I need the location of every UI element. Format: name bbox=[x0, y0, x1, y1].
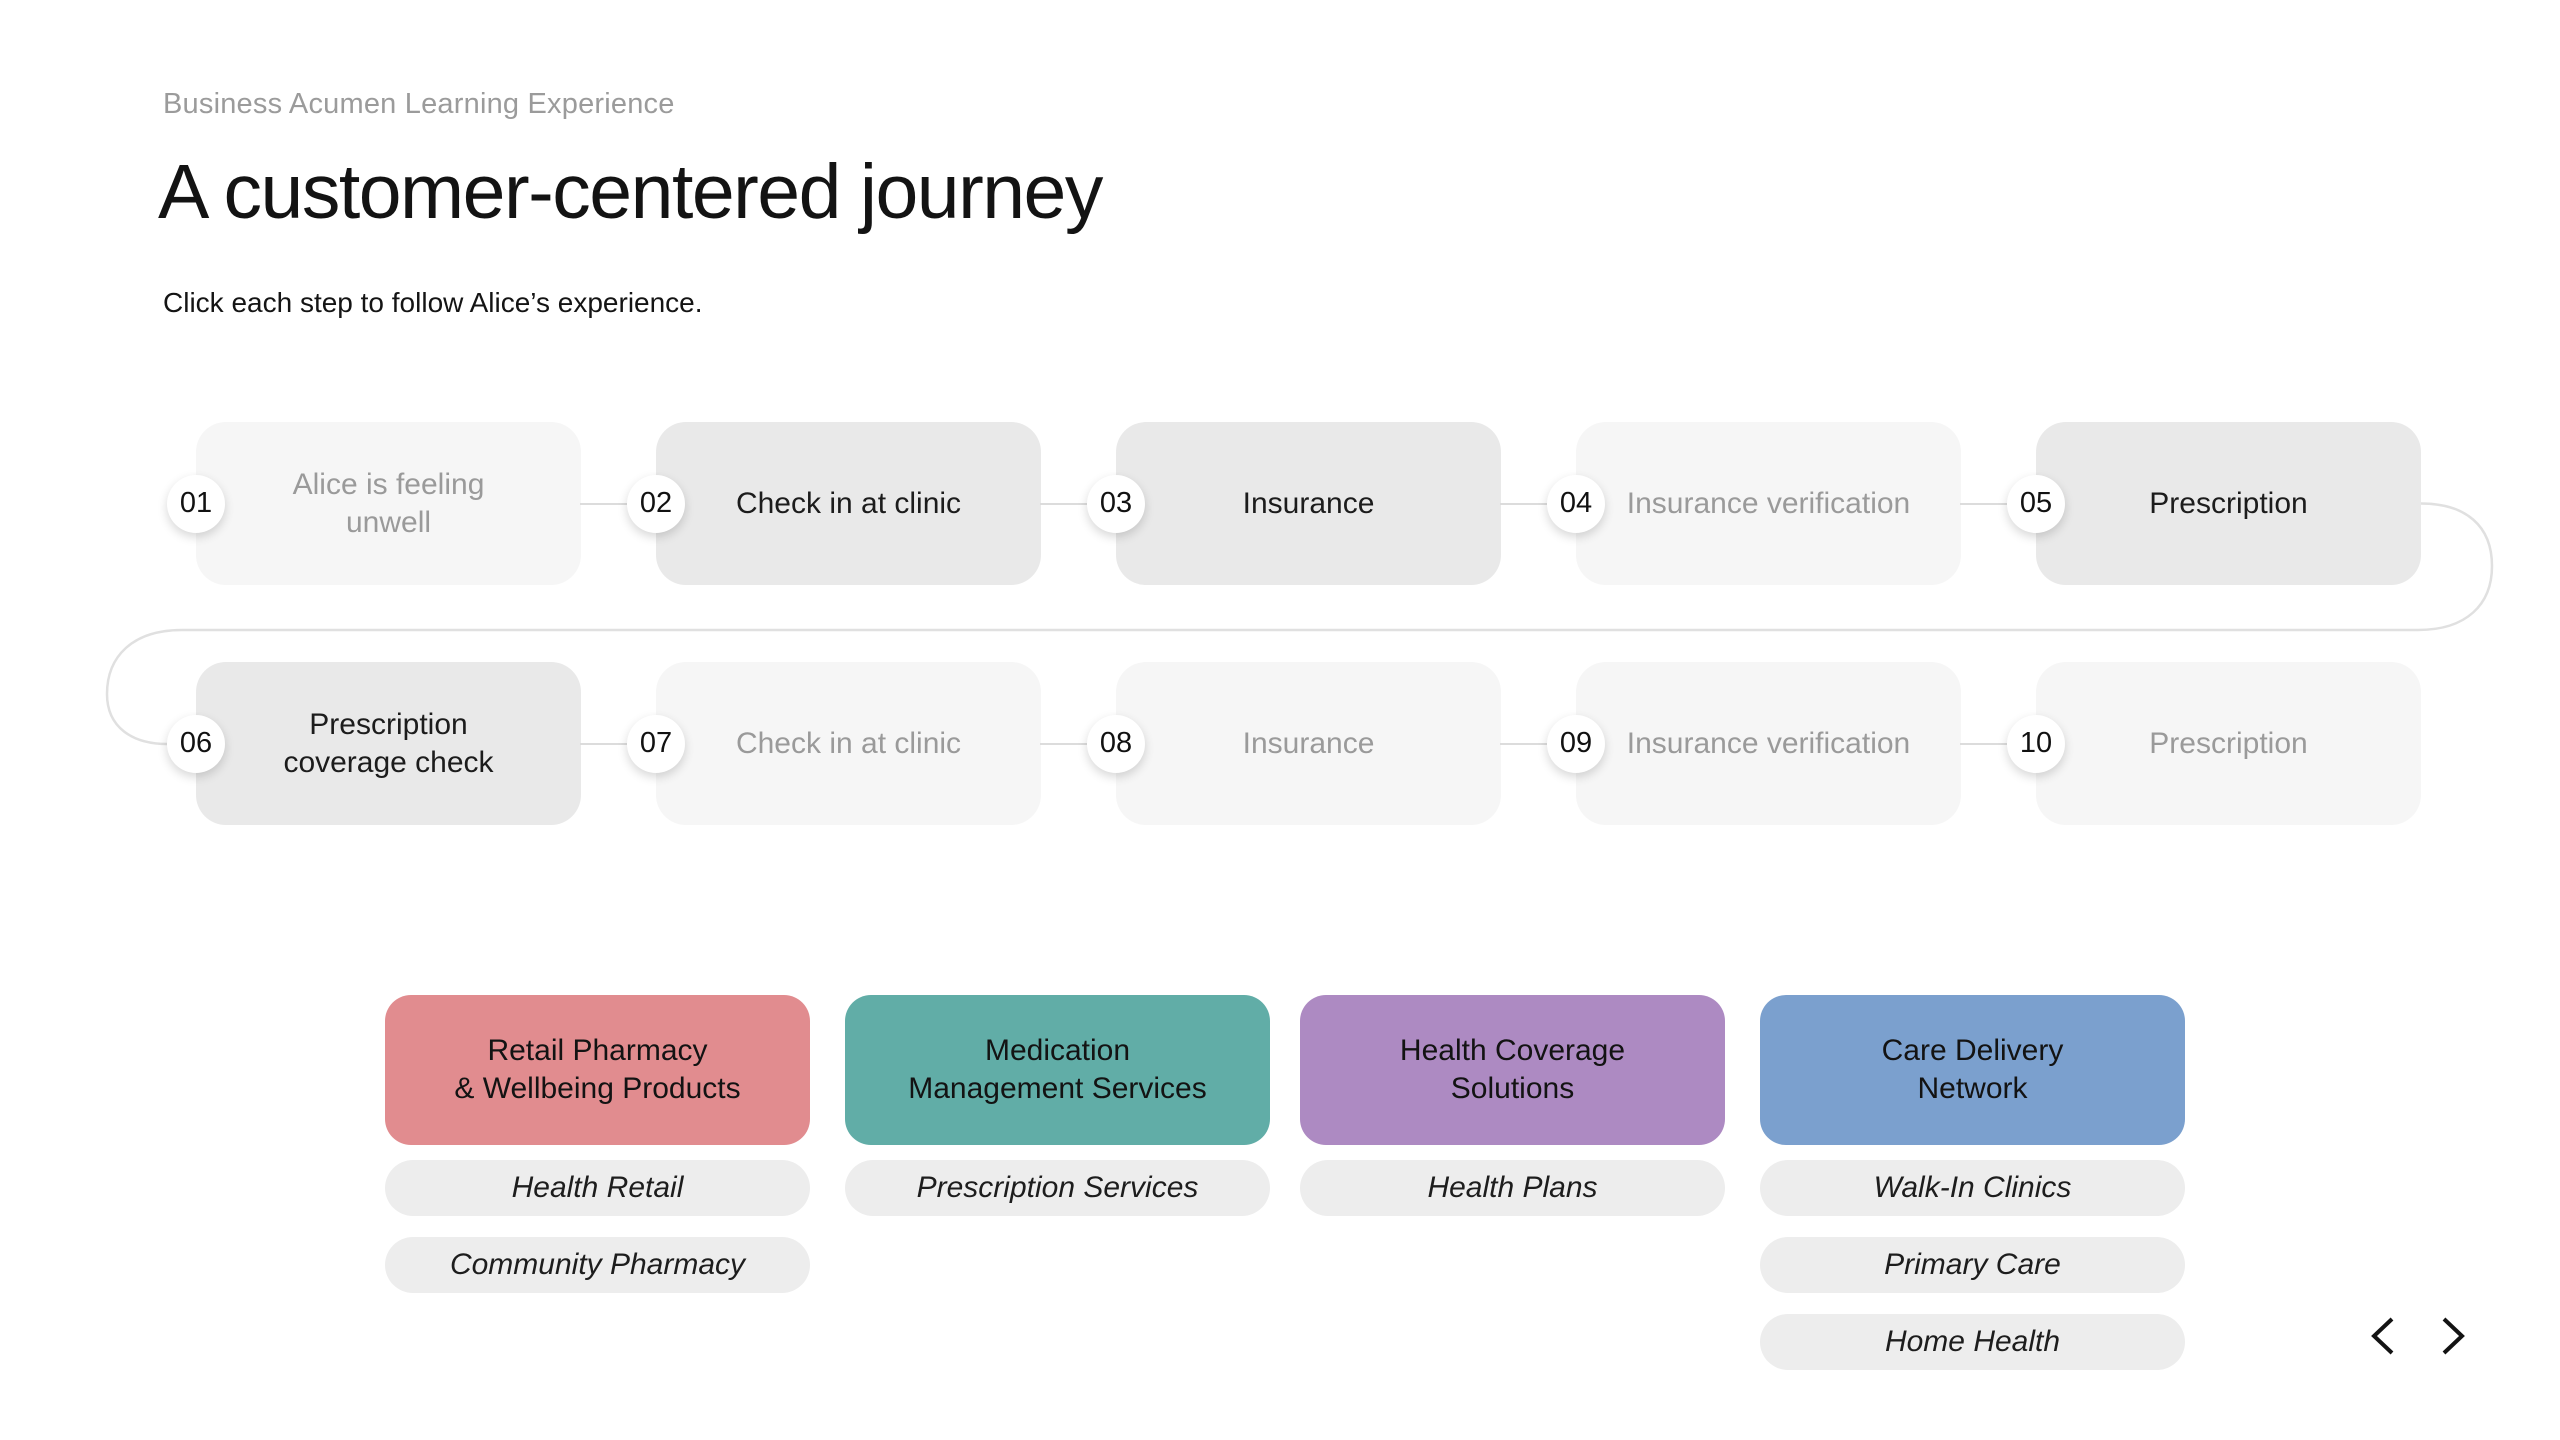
chevron-right-icon bbox=[2432, 1311, 2472, 1361]
journey-step[interactable]: 03 Insurance bbox=[1040, 422, 1501, 585]
journey-step[interactable]: 05 Prescription bbox=[1960, 422, 2421, 585]
step-label: Check in at clinic bbox=[735, 486, 962, 520]
step-label: Prescription coverage check bbox=[283, 708, 494, 779]
journey-step[interactable]: 02 Check in at clinic bbox=[580, 422, 1041, 585]
step-number-badge: 01 bbox=[167, 474, 225, 533]
journey-step[interactable]: 01 Alice is feeling unwell bbox=[167, 422, 581, 585]
category-tag-pill: Health Plans bbox=[1300, 1160, 1725, 1216]
category-title: Care Delivery Network bbox=[1881, 1033, 2064, 1105]
previous-slide-button[interactable] bbox=[2358, 1308, 2410, 1364]
category-card: Care Delivery Network bbox=[1760, 995, 2185, 1145]
step-label: Prescription bbox=[2149, 486, 2308, 520]
category-card: Health Coverage Solutions bbox=[1300, 995, 1725, 1145]
journey-step[interactable]: 04 Insurance verification bbox=[1500, 422, 1961, 585]
category-card: Retail Pharmacy & Wellbeing Products bbox=[385, 995, 810, 1145]
journey-step[interactable]: 09 Insurance verification bbox=[1500, 662, 1961, 825]
step-label: Prescription bbox=[2149, 726, 2308, 760]
step-number-badge: 10 bbox=[2007, 714, 2065, 773]
step-label: Insurance bbox=[1242, 486, 1375, 520]
chevron-left-icon bbox=[2364, 1311, 2404, 1361]
category-tag-pill: Home Health bbox=[1760, 1314, 2185, 1370]
step-label: Insurance verification bbox=[1626, 486, 1911, 520]
page-subtitle: Click each step to follow Alice’s experi… bbox=[163, 287, 703, 318]
step-number-badge: 05 bbox=[2007, 474, 2065, 533]
category-title: Health Coverage Solutions bbox=[1399, 1033, 1626, 1105]
journey-step[interactable]: 06 Prescription coverage check bbox=[167, 662, 581, 825]
step-number-badge: 09 bbox=[1547, 714, 1605, 773]
next-slide-button[interactable] bbox=[2426, 1308, 2478, 1364]
step-number-badge: 03 bbox=[1087, 474, 1145, 533]
journey-step[interactable]: 08 Insurance bbox=[1040, 662, 1501, 825]
journey-step[interactable]: 10 Prescription bbox=[1960, 662, 2421, 825]
category-tag-pill: Walk-In Clinics bbox=[1760, 1160, 2185, 1216]
step-number-badge: 08 bbox=[1087, 714, 1145, 773]
page-title: A customer-centered journey bbox=[158, 149, 1103, 235]
category-title: Retail Pharmacy & Wellbeing Products bbox=[454, 1033, 741, 1105]
step-number-badge: 07 bbox=[627, 714, 685, 773]
category-title: Medication Management Services bbox=[908, 1033, 1207, 1105]
step-label: Alice is feeling unwell bbox=[292, 468, 485, 539]
eyebrow-label: Business Acumen Learning Experience bbox=[163, 88, 675, 120]
step-number-badge: 04 bbox=[1547, 474, 1605, 533]
category-tag-pill: Health Retail bbox=[385, 1160, 810, 1216]
step-label: Insurance verification bbox=[1626, 726, 1911, 760]
step-label: Check in at clinic bbox=[735, 726, 962, 760]
category-card: Medication Management Services bbox=[845, 995, 1270, 1145]
category-tag-pill: Prescription Services bbox=[845, 1160, 1270, 1216]
step-number-badge: 02 bbox=[627, 474, 685, 533]
category-tag-pill: Primary Care bbox=[1760, 1237, 2185, 1293]
category-tag-pill: Community Pharmacy bbox=[385, 1237, 810, 1293]
step-label: Insurance bbox=[1242, 726, 1375, 760]
journey-step[interactable]: 07 Check in at clinic bbox=[580, 662, 1041, 825]
step-number-badge: 06 bbox=[167, 714, 225, 773]
